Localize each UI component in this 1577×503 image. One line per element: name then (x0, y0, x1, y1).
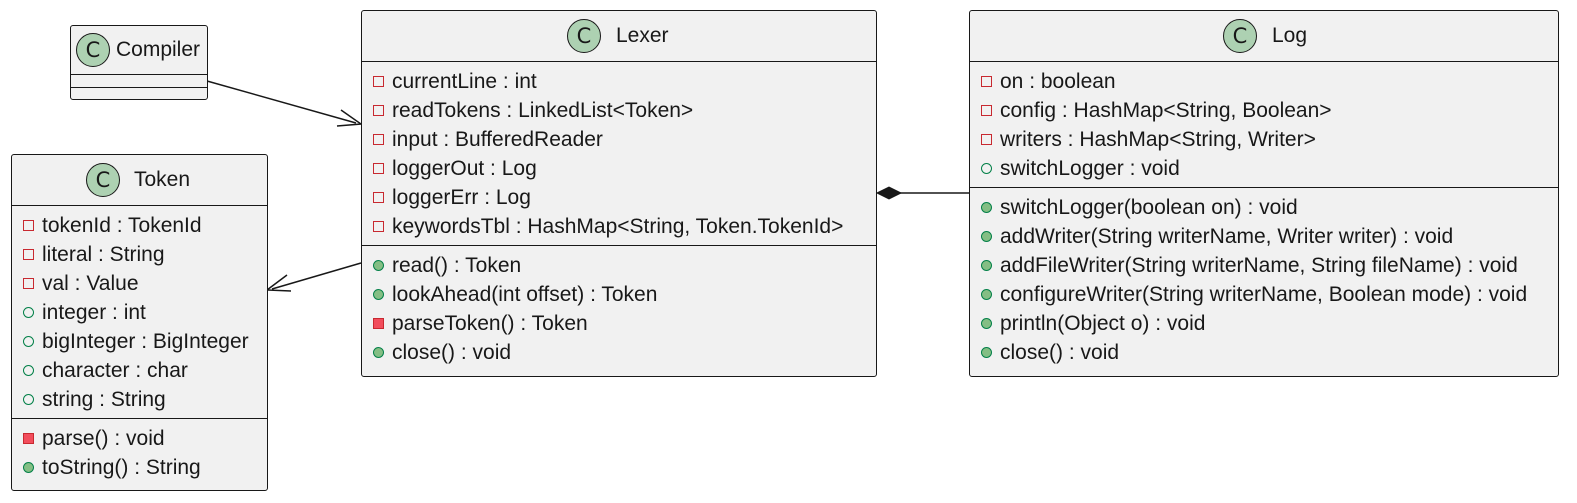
class-attribute: bigInteger : BigInteger (12, 327, 267, 356)
class-method: toString() : String (12, 453, 267, 482)
private-visibility-icon (23, 220, 34, 231)
class-attribute: currentLine : int (362, 67, 876, 96)
private-visibility-icon (23, 433, 34, 444)
class-attribute: val : Value (12, 269, 267, 298)
public-visibility-icon (981, 163, 992, 174)
class-attribute: switchLogger : void (970, 154, 1558, 183)
public-visibility-icon (981, 231, 992, 242)
class-method: println(Object o) : void (970, 309, 1558, 338)
public-visibility-icon (373, 260, 384, 271)
class-method: close() : void (362, 338, 876, 367)
class-attributes-section (71, 75, 207, 88)
private-visibility-icon (981, 76, 992, 87)
class-log[interactable]: C Log on : boolean config : HashMap<Stri… (969, 10, 1559, 377)
class-method: read() : Token (362, 251, 876, 280)
public-visibility-icon (981, 202, 992, 213)
class-attribute: keywordsTbl : HashMap<String, Token.Toke… (362, 212, 876, 241)
class-compiler[interactable]: C Compiler (70, 25, 208, 100)
public-visibility-icon (23, 307, 34, 318)
relation-log-lexer (875, 186, 969, 200)
composition-diamond-icon (875, 186, 903, 200)
class-name: Compiler (116, 38, 201, 61)
class-method: parse() : void (12, 424, 267, 453)
class-method: lookAhead(int offset) : Token (362, 280, 876, 309)
class-methods-section (71, 88, 207, 98)
class-stereotype-icon: C (76, 33, 110, 67)
private-visibility-icon (373, 192, 384, 203)
private-visibility-icon (981, 105, 992, 116)
class-attributes-section: currentLine : int readTokens : LinkedLis… (362, 62, 876, 246)
class-name: Log (1272, 24, 1308, 47)
class-header: C Log (970, 11, 1558, 62)
private-visibility-icon (981, 134, 992, 145)
class-attribute: string : String (12, 385, 267, 414)
class-attribute: config : HashMap<String, Boolean> (970, 96, 1558, 125)
public-visibility-icon (981, 260, 992, 271)
public-visibility-icon (23, 336, 34, 347)
class-attribute: on : boolean (970, 67, 1558, 96)
class-attribute: integer : int (12, 298, 267, 327)
private-visibility-icon (373, 105, 384, 116)
private-visibility-icon (373, 318, 384, 329)
class-name: Token (134, 168, 191, 191)
public-visibility-icon (23, 365, 34, 376)
class-header: C Lexer (362, 11, 876, 62)
public-visibility-icon (23, 394, 34, 405)
class-attribute: loggerErr : Log (362, 183, 876, 212)
class-attributes-section: on : boolean config : HashMap<String, Bo… (970, 62, 1558, 188)
class-attribute: literal : String (12, 240, 267, 269)
public-visibility-icon (373, 347, 384, 358)
private-visibility-icon (373, 221, 384, 232)
class-attributes-section: tokenId : TokenId literal : String val :… (12, 206, 267, 419)
class-method: addWriter(String writerName, Writer writ… (970, 222, 1558, 251)
private-visibility-icon (373, 134, 384, 145)
class-stereotype-icon: C (86, 163, 120, 197)
class-attribute: writers : HashMap<String, Writer> (970, 125, 1558, 154)
private-visibility-icon (373, 163, 384, 174)
class-lexer[interactable]: C Lexer currentLine : int readTokens : L… (361, 10, 877, 377)
public-visibility-icon (981, 318, 992, 329)
class-name: Lexer (616, 24, 669, 47)
relation-lexer-token (264, 262, 362, 292)
class-method: configureWriter(String writerName, Boole… (970, 280, 1558, 309)
class-methods-section: switchLogger(boolean on) : void addWrite… (970, 188, 1558, 371)
private-visibility-icon (373, 76, 384, 87)
class-attribute: readTokens : LinkedList<Token> (362, 96, 876, 125)
private-visibility-icon (23, 249, 34, 260)
class-header: C Compiler (71, 26, 207, 75)
class-attribute: loggerOut : Log (362, 154, 876, 183)
class-token[interactable]: C Token tokenId : TokenId literal : Stri… (11, 154, 268, 491)
private-visibility-icon (23, 278, 34, 289)
public-visibility-icon (23, 462, 34, 473)
class-attribute: input : BufferedReader (362, 125, 876, 154)
class-method: switchLogger(boolean on) : void (970, 193, 1558, 222)
public-visibility-icon (981, 289, 992, 300)
open-arrowhead-icon (264, 274, 292, 292)
class-method: parseToken() : Token (362, 309, 876, 338)
class-stereotype-icon: C (567, 19, 601, 53)
class-methods-section: parse() : void toString() : String (12, 419, 267, 486)
class-method: close() : void (970, 338, 1558, 367)
class-methods-section: read() : Token lookAhead(int offset) : T… (362, 246, 876, 371)
class-attribute: tokenId : TokenId (12, 211, 267, 240)
public-visibility-icon (373, 289, 384, 300)
class-header: C Token (12, 155, 267, 206)
relation-compiler-lexer (206, 80, 364, 127)
class-stereotype-icon: C (1223, 19, 1257, 53)
class-method: addFileWriter(String writerName, String … (970, 251, 1558, 280)
public-visibility-icon (981, 347, 992, 358)
class-attribute: character : char (12, 356, 267, 385)
